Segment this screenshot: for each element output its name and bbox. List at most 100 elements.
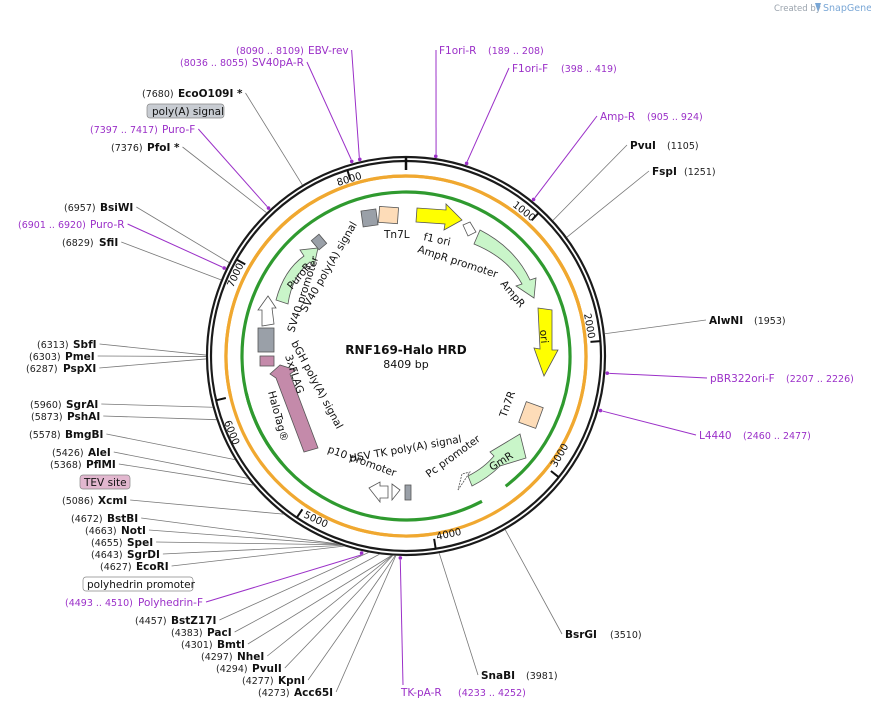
site-sbfi[interactable]: SbfI xyxy=(73,339,97,351)
feature-ampr-arrow[interactable] xyxy=(473,229,537,299)
feature-box-tev-site[interactable]: TEV site xyxy=(79,474,131,490)
feature-box-polyhedrin-promoter[interactable]: polyhedrin promoter xyxy=(82,576,196,592)
site-fspi[interactable]: FspI xyxy=(652,166,677,178)
leader-site-bstz17i xyxy=(219,552,369,621)
feature-box-polya-signal[interactable]: poly(A) signal xyxy=(146,103,225,119)
feature-puror-arrow[interactable] xyxy=(275,247,319,305)
leader-primer-l4440 xyxy=(602,410,697,436)
site-sgrdi-coord: (4643) xyxy=(91,550,123,561)
site-kpni[interactable]: KpnI xyxy=(278,675,305,687)
feature-p10-promoter-arrow[interactable] xyxy=(368,481,401,504)
site-nhei[interactable]: NheI xyxy=(237,651,264,663)
leader-site-bstbi xyxy=(141,517,338,545)
leader-site-pvui xyxy=(552,144,628,221)
primer-mark-puro-r xyxy=(222,266,226,270)
primer-mark-tk-pa-r xyxy=(398,556,403,560)
site-snabi-coord: (3981) xyxy=(526,671,558,682)
site-sgrai[interactable]: SgrAI xyxy=(66,399,98,411)
site-acc65i[interactable]: Acc65I xyxy=(294,687,333,699)
site-pspxi[interactable]: PspXI xyxy=(63,363,96,375)
feature-ori-arrow[interactable] xyxy=(533,307,559,377)
tick-mark-1000 xyxy=(530,212,540,221)
feature-f1-ori-arrow[interactable] xyxy=(415,203,463,231)
feature-3xflag[interactable] xyxy=(259,355,275,367)
primer-f1ori-r[interactable]: F1ori-R xyxy=(439,45,476,57)
leader-site-spei xyxy=(156,541,340,546)
primer-amp-r-coord: (905 .. 924) xyxy=(647,112,703,123)
site-ecoo109i[interactable]: EcoO109I * xyxy=(178,88,243,100)
site-pshai[interactable]: PshAI xyxy=(67,411,100,423)
feature-label-tn7l: Tn7L xyxy=(383,229,410,241)
site-alwni[interactable]: AlwNI xyxy=(709,315,743,327)
site-spei[interactable]: SpeI xyxy=(127,537,153,549)
site-bmgbi[interactable]: BmgBI xyxy=(65,429,103,441)
site-ecori[interactable]: EcoRI xyxy=(136,561,169,573)
site-alei[interactable]: AleI xyxy=(88,447,111,459)
feature-gmr-arrow[interactable] xyxy=(467,433,527,487)
primer-tk-pa-r[interactable]: TK-pA-R xyxy=(400,687,442,699)
site-bmti-coord: (4301) xyxy=(181,640,213,651)
leader-primer-sv40pa-r xyxy=(306,61,352,160)
leader-site-bsiwi xyxy=(136,206,230,263)
site-sfii[interactable]: SfiI xyxy=(99,237,118,249)
site-noti[interactable]: NotI xyxy=(121,525,146,537)
site-snabi[interactable]: SnaBI xyxy=(481,670,515,682)
site-spei-coord: (4655) xyxy=(91,538,123,549)
primer-puro-f[interactable]: Puro-F xyxy=(162,124,195,136)
feature-ampr-promoter-arrow[interactable] xyxy=(462,221,477,237)
primer-mark-puro-f xyxy=(266,206,271,210)
leader-lines xyxy=(97,49,708,693)
leader-site-alei xyxy=(113,451,248,479)
site-pflmi[interactable]: PflMI xyxy=(86,459,116,471)
credit-brand[interactable]: SnapGene xyxy=(823,3,871,14)
site-pflmi-coord: (5368) xyxy=(50,460,82,471)
site-bstbi-coord: (4672) xyxy=(71,514,103,525)
feature-hsv-tk-polya[interactable] xyxy=(404,484,412,501)
leader-site-fspi xyxy=(566,170,650,238)
leader-site-ecori xyxy=(171,545,344,567)
primer-f1ori-f[interactable]: F1ori-F xyxy=(512,63,548,75)
site-xcmi[interactable]: XcmI xyxy=(98,495,127,507)
site-bstz17i-coord: (4457) xyxy=(135,616,167,627)
credit-created-by: Created by xyxy=(774,4,821,14)
site-pfoi[interactable]: PfoI * xyxy=(147,142,180,154)
primer-amp-r[interactable]: Amp-R xyxy=(600,111,635,123)
svg-text:polyhedrin promoter: polyhedrin promoter xyxy=(87,579,196,591)
site-ecoo109i-coord: (7680) xyxy=(142,89,174,100)
primer-f1ori-r-coord: (189 .. 208) xyxy=(488,46,544,57)
site-pmei[interactable]: PmeI xyxy=(65,351,95,363)
site-sgrdi[interactable]: SgrDI xyxy=(127,549,160,561)
site-pvui-coord: (1105) xyxy=(667,141,699,152)
feature-tn7r[interactable] xyxy=(518,401,544,429)
leader-site-snabi xyxy=(438,553,479,676)
primer-pbr322ori-f[interactable]: pBR322ori-F xyxy=(710,373,775,385)
leader-site-pspxi xyxy=(99,358,207,369)
site-bmti[interactable]: BmtI xyxy=(217,639,245,651)
primer-mark-sv40pa-r xyxy=(349,159,354,164)
site-bsiwi[interactable]: BsiWI xyxy=(100,202,133,214)
site-bstz17i[interactable]: BstZ17I xyxy=(171,615,216,627)
feature-sv40-promoter-arrow[interactable] xyxy=(257,295,277,327)
feature-halotag-arrow[interactable] xyxy=(269,364,319,453)
leader-site-ecoo109i xyxy=(245,92,303,186)
primer-l4440[interactable]: L4440 xyxy=(699,430,732,442)
leader-site-nhei xyxy=(267,555,393,657)
primer-tk-pa-r-coord: (4233 .. 4252) xyxy=(458,688,526,699)
primer-sv40pa-r-coord: (8036 .. 8055) xyxy=(180,58,248,69)
feature-tn7l[interactable] xyxy=(360,205,399,228)
feature-bgh-polya[interactable] xyxy=(257,327,275,353)
primer-sv40pa-r[interactable]: SV40pA-R xyxy=(252,57,304,69)
site-pmei-coord: (6303) xyxy=(29,352,61,363)
site-pvuii[interactable]: PvuII xyxy=(252,663,282,675)
primer-puro-r[interactable]: Puro-R xyxy=(90,219,125,231)
site-bsrgi[interactable]: BsrGI xyxy=(565,629,597,641)
site-pvui[interactable]: PvuI xyxy=(630,140,656,152)
primer-ebv-rev[interactable]: EBV-rev xyxy=(308,45,349,57)
primer-l4440-coord: (2460 .. 2477) xyxy=(743,431,811,442)
site-paci[interactable]: PacI xyxy=(207,627,232,639)
site-bstbi[interactable]: BstBI xyxy=(107,513,138,525)
orf-arc-puror xyxy=(251,208,302,262)
primer-polyhedrin-f[interactable]: Polyhedrin-F xyxy=(138,597,203,609)
feature-sv40-polya[interactable] xyxy=(310,233,328,251)
feature-pc-promoter-arrow[interactable] xyxy=(457,471,471,491)
